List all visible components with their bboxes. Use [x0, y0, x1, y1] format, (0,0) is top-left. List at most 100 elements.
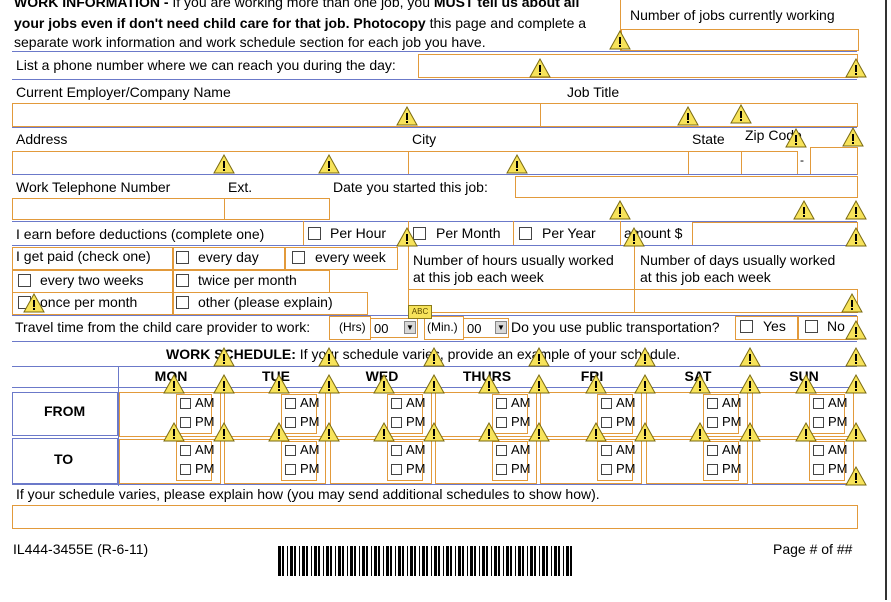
warning-icon[interactable] [739, 422, 761, 442]
warning-icon[interactable] [213, 347, 235, 367]
pm-checkbox[interactable] [707, 464, 718, 475]
warning-icon[interactable] [318, 374, 340, 394]
warning-icon[interactable] [785, 128, 807, 148]
warning-icon[interactable] [423, 347, 445, 367]
warning-icon[interactable] [268, 422, 290, 442]
warning-icon[interactable] [793, 200, 815, 220]
am-checkbox[interactable] [180, 445, 191, 456]
warning-icon[interactable] [396, 227, 418, 247]
warning-icon[interactable] [478, 374, 500, 394]
work-phone-input[interactable] [12, 198, 226, 220]
warning-icon[interactable] [609, 30, 631, 50]
varies-input[interactable] [12, 505, 858, 529]
transport-yes-checkbox[interactable] [740, 320, 753, 333]
warning-icon[interactable] [689, 374, 711, 394]
warning-icon[interactable] [845, 58, 867, 78]
warning-icon[interactable] [845, 347, 867, 367]
warning-icon[interactable] [268, 374, 290, 394]
warning-icon[interactable] [585, 422, 607, 442]
warning-icon[interactable] [739, 347, 761, 367]
every-day-checkbox[interactable] [176, 251, 189, 264]
amount-input[interactable] [692, 222, 858, 246]
warning-icon[interactable] [529, 58, 551, 78]
warning-icon[interactable] [845, 200, 867, 220]
warning-icon[interactable] [213, 374, 235, 394]
warning-icon[interactable] [845, 422, 867, 442]
warning-icon[interactable] [528, 347, 550, 367]
pm-checkbox[interactable] [496, 417, 507, 428]
warning-icon[interactable] [730, 104, 752, 124]
warning-icon[interactable] [318, 422, 340, 442]
days-input[interactable] [634, 289, 858, 313]
am-checkbox[interactable] [707, 445, 718, 456]
pm-checkbox[interactable] [496, 464, 507, 475]
twice-per-month-checkbox[interactable] [176, 274, 189, 287]
jobs-count-input[interactable] [621, 29, 859, 51]
pm-checkbox[interactable] [707, 417, 718, 428]
warning-icon[interactable] [506, 154, 528, 174]
pm-checkbox[interactable] [180, 464, 191, 475]
pm-checkbox[interactable] [391, 464, 402, 475]
warning-icon[interactable] [213, 422, 235, 442]
warning-icon[interactable] [423, 422, 445, 442]
per-month-checkbox[interactable] [413, 227, 426, 240]
per-year-checkbox[interactable] [519, 227, 532, 240]
state-input[interactable] [688, 151, 743, 175]
hours-select[interactable]: 00▼ [370, 318, 418, 338]
employer-input[interactable] [12, 103, 542, 127]
date-started-input[interactable] [515, 176, 858, 198]
warning-icon[interactable] [396, 106, 418, 126]
warning-icon[interactable] [528, 422, 550, 442]
warning-icon[interactable] [841, 293, 863, 313]
warning-icon[interactable] [373, 374, 395, 394]
warning-icon[interactable] [845, 466, 867, 486]
every-week-checkbox[interactable] [292, 251, 305, 264]
warning-icon[interactable] [634, 374, 656, 394]
warning-icon[interactable] [373, 422, 395, 442]
warning-icon[interactable] [163, 422, 185, 442]
transport-no-checkbox[interactable] [805, 320, 818, 333]
am-checkbox[interactable] [285, 445, 296, 456]
every-two-weeks-checkbox[interactable] [18, 274, 31, 287]
warning-icon[interactable] [528, 374, 550, 394]
zip-ext-input[interactable] [810, 147, 858, 175]
am-checkbox[interactable] [391, 398, 402, 409]
warning-icon[interactable] [677, 106, 699, 126]
warning-icon[interactable] [634, 422, 656, 442]
warning-icon[interactable] [795, 374, 817, 394]
pm-checkbox[interactable] [601, 417, 612, 428]
warning-icon[interactable] [23, 293, 45, 313]
warning-icon[interactable] [739, 374, 761, 394]
ext-input[interactable] [224, 198, 330, 220]
warning-icon[interactable] [845, 374, 867, 394]
warning-icon[interactable] [585, 374, 607, 394]
warning-icon[interactable] [842, 127, 864, 147]
other-checkbox[interactable] [176, 296, 189, 309]
am-checkbox[interactable] [813, 445, 824, 456]
am-checkbox[interactable] [813, 398, 824, 409]
warning-icon[interactable] [609, 200, 631, 220]
chevron-down-icon[interactable]: ▼ [404, 321, 416, 334]
pm-checkbox[interactable] [813, 464, 824, 475]
warning-icon[interactable] [163, 374, 185, 394]
am-checkbox[interactable] [601, 445, 612, 456]
chevron-down-icon[interactable]: ▼ [495, 321, 507, 334]
am-checkbox[interactable] [601, 398, 612, 409]
warning-icon[interactable] [478, 422, 500, 442]
warning-icon[interactable] [845, 227, 867, 247]
per-hour-checkbox[interactable] [308, 227, 321, 240]
minutes-select[interactable]: 00▼ [463, 318, 509, 338]
zip-input[interactable] [741, 151, 798, 175]
hours-input[interactable] [408, 289, 636, 313]
warning-icon[interactable] [213, 154, 235, 174]
address-input[interactable] [12, 151, 410, 175]
am-checkbox[interactable] [707, 398, 718, 409]
warning-icon[interactable] [423, 374, 445, 394]
city-input[interactable] [408, 151, 690, 175]
warning-icon[interactable] [623, 227, 645, 247]
pm-checkbox[interactable] [180, 417, 191, 428]
other-explain-input[interactable] [172, 292, 368, 315]
warning-icon[interactable] [795, 422, 817, 442]
am-checkbox[interactable] [496, 445, 507, 456]
am-checkbox[interactable] [180, 398, 191, 409]
